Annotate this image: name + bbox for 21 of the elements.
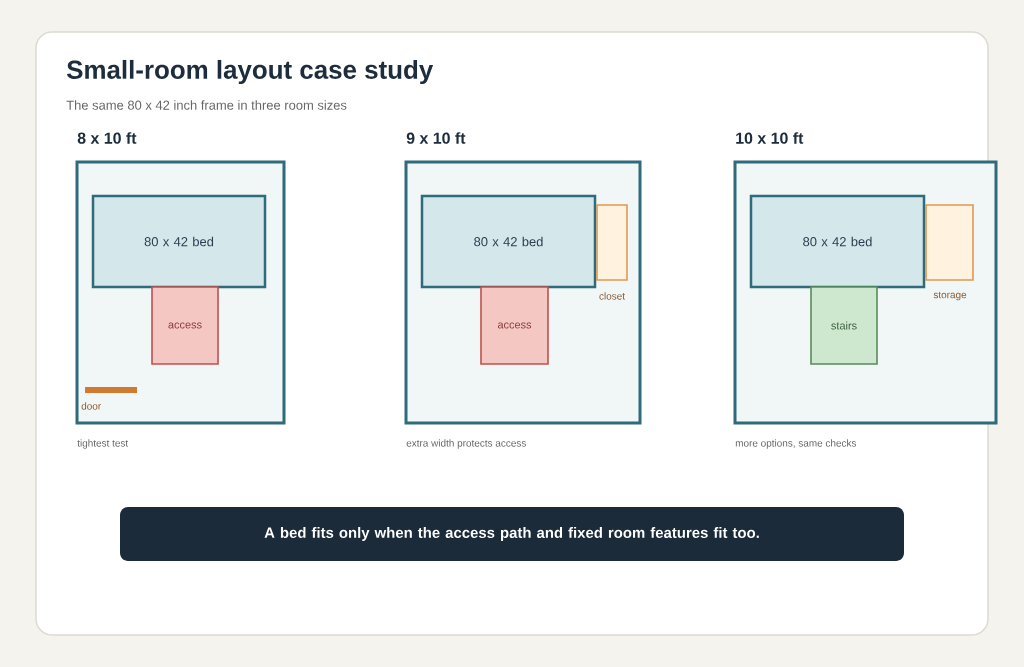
summary-banner: A bed fits only when the access path and fixed room features fit too. bbox=[120, 507, 904, 561]
node-label: door bbox=[81, 402, 101, 410]
storage-box bbox=[925, 204, 974, 281]
node-label: more options, same checks bbox=[735, 439, 857, 449]
access-zone: access bbox=[480, 286, 549, 365]
closet-box bbox=[596, 204, 628, 281]
node-label: closet bbox=[599, 292, 625, 300]
access-zone: access bbox=[151, 286, 219, 365]
node-label: 8 x 10 ft bbox=[77, 132, 137, 144]
bed-box: 80 x 42 bed bbox=[91, 194, 267, 289]
subtitle: The same 80 x 42 inch frame in three room sizes bbox=[66, 100, 347, 110]
bed-box: 80 x 42 bed bbox=[420, 194, 597, 289]
bed-box: 80 x 42 bed bbox=[749, 194, 926, 289]
node-label: tightest test bbox=[77, 439, 129, 449]
door-bar bbox=[85, 387, 137, 393]
node-label: extra width protects access bbox=[406, 439, 526, 449]
node-label: 10 x 10 ft bbox=[736, 132, 804, 144]
node-label: 9 x 10 ft bbox=[406, 132, 466, 144]
stairs-zone: stairs bbox=[810, 286, 878, 365]
node-label: storage bbox=[933, 291, 967, 301]
title: Small-room layout case study bbox=[66, 59, 434, 85]
